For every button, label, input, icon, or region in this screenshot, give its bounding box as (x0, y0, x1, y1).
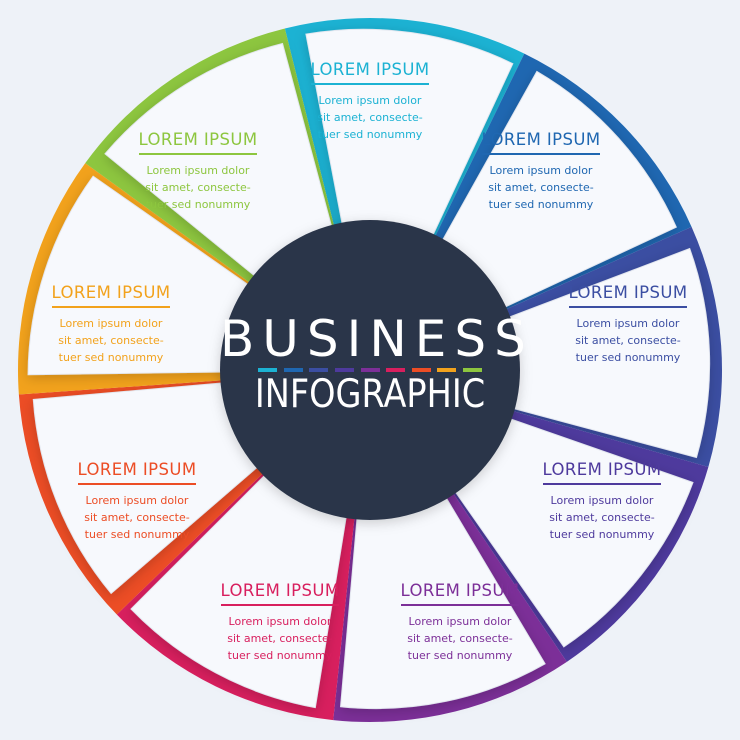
segment-title: LOREM IPSUM (542, 460, 662, 485)
color-dash (309, 368, 329, 372)
color-dash (258, 368, 277, 372)
segment-title: LOREM IPSUM (310, 60, 430, 85)
segment-label-bottom: LOREM IPSUM Lorem ipsum dolor sit amet, … (205, 581, 355, 664)
segment-title: LOREM IPSUM (220, 581, 340, 606)
segment-title: LOREM IPSUM (400, 581, 520, 606)
center-title-business: BUSINESS (220, 310, 534, 368)
segment-label-left-upper: LOREM IPSUM Lorem ipsum dolor sit amet, … (36, 283, 186, 366)
segment-label-left-lower: LOREM IPSUM Lorem ipsum dolor sit amet, … (62, 460, 212, 543)
segment-body: Lorem ipsum dolor sit amet, consecte- tu… (575, 317, 681, 364)
segment-body: Lorem ipsum dolor sit amet, consecte- tu… (488, 164, 594, 211)
segment-label-right-upper: LOREM IPSUM Lorem ipsum dolor sit amet, … (553, 283, 703, 366)
segment-label-top-left: LOREM IPSUM Lorem ipsum dolor sit amet, … (123, 130, 273, 213)
segment-body: Lorem ipsum dolor sit amet, consecte- tu… (227, 615, 333, 662)
color-dash (386, 368, 406, 372)
segment-label-top: LOREM IPSUM Lorem ipsum dolor sit amet, … (295, 60, 445, 143)
color-dash (411, 368, 431, 372)
segment-body: Lorem ipsum dolor sit amet, consecte- tu… (317, 94, 423, 141)
segment-title: LOREM IPSUM (51, 283, 171, 308)
color-dash (360, 368, 380, 372)
segment-label-bottom-right: LOREM IPSUM Lorem ipsum dolor sit amet, … (385, 581, 535, 664)
color-dash (334, 368, 354, 372)
color-dash (437, 368, 457, 372)
segment-title: LOREM IPSUM (77, 460, 197, 485)
segment-label-right-lower: LOREM IPSUM Lorem ipsum dolor sit amet, … (527, 460, 677, 543)
segment-title: LOREM IPSUM (481, 130, 601, 155)
segment-body: Lorem ipsum dolor sit amet, consecte- tu… (407, 615, 513, 662)
segment-label-top-right: LOREM IPSUM Lorem ipsum dolor sit amet, … (466, 130, 616, 213)
color-dash (283, 368, 303, 372)
segment-body: Lorem ipsum dolor sit amet, consecte- tu… (58, 317, 164, 364)
color-dash (463, 368, 482, 372)
color-dash-bar (258, 368, 482, 372)
segment-title: LOREM IPSUM (568, 283, 688, 308)
segment-body: Lorem ipsum dolor sit amet, consecte- tu… (84, 494, 190, 541)
segment-body: Lorem ipsum dolor sit amet, consecte- tu… (549, 494, 655, 541)
segments-layer (18, 18, 722, 723)
segment-title: LOREM IPSUM (138, 130, 258, 155)
center-title-infographic: INFOGRAPHIC (254, 372, 486, 417)
segment-body: Lorem ipsum dolor sit amet, consecte- tu… (145, 164, 251, 211)
